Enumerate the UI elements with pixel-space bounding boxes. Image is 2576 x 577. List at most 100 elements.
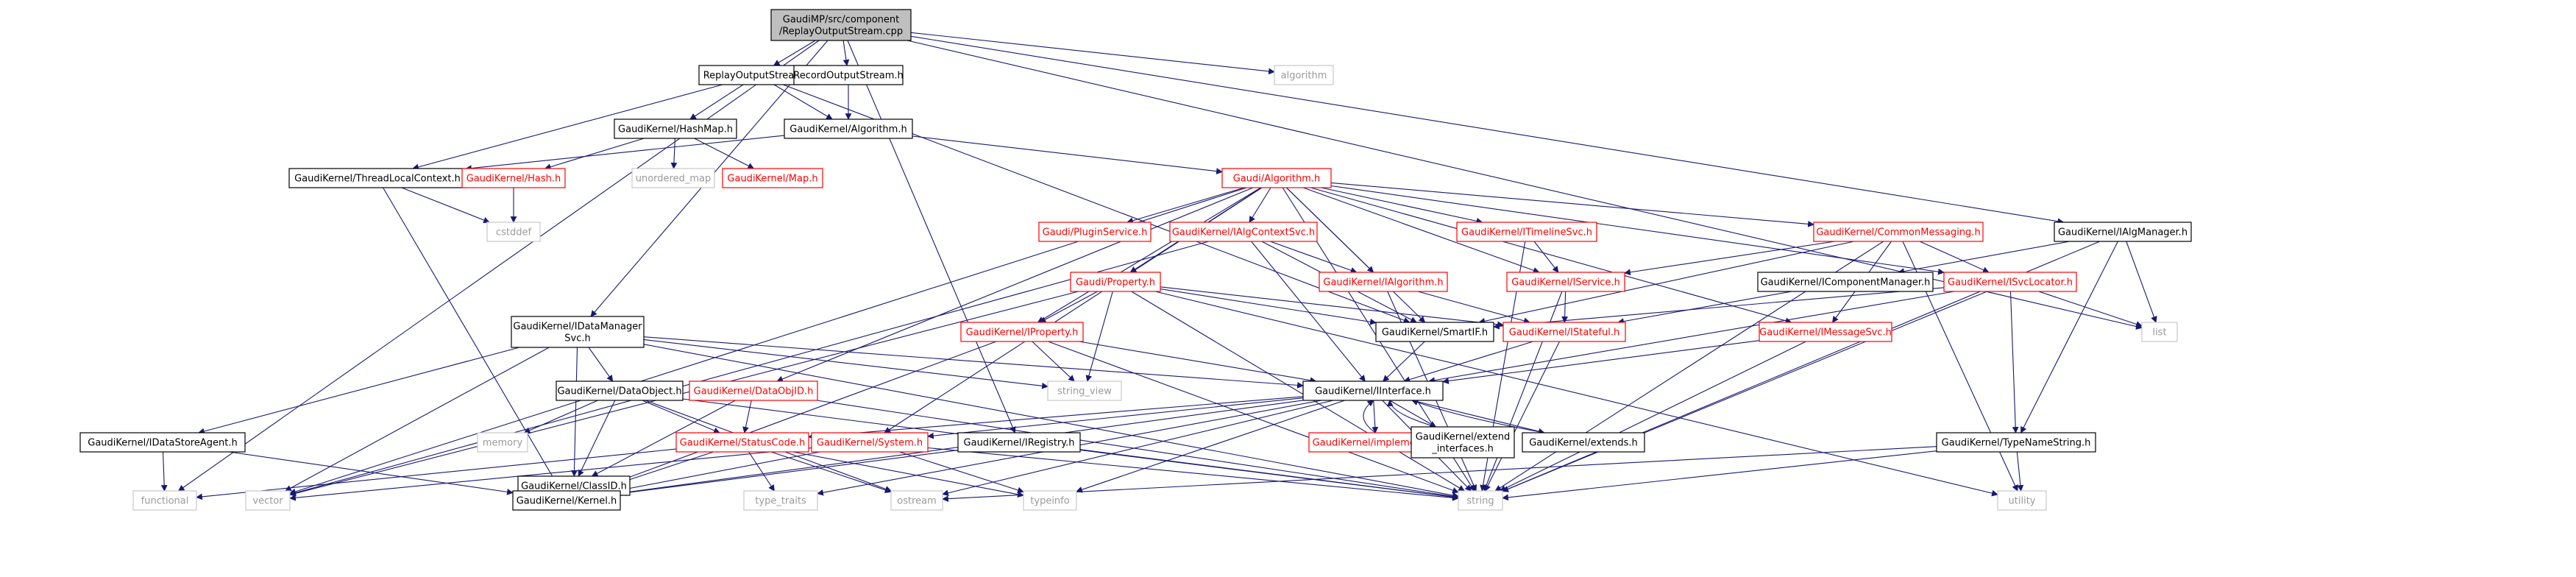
node-box	[770, 9, 912, 41]
node-commonmessaging[interactable]: GaudiKernel/CommonMessaging.h	[1813, 222, 1984, 242]
node-label: string_view	[1057, 386, 1112, 397]
node-iproperty[interactable]: GaudiKernel/IProperty.h	[960, 322, 1084, 342]
edge-gaudi_algorithm-to-pluginservice	[1126, 187, 1245, 224]
node-label: Svc.h	[564, 333, 590, 344]
node-record-h[interactable]: RecordOutputStream.h	[793, 65, 904, 85]
node-isvclocator[interactable]: GaudiKernel/ISvcLocator.h	[1943, 272, 2077, 292]
node-gaudi-algorithm[interactable]: Gaudi/Algorithm.h	[1221, 168, 1332, 188]
edge-root-to-ialgmanager	[910, 35, 2065, 225]
edge-replay_h-to-threadlocal	[412, 84, 723, 171]
node-pluginservice[interactable]: Gaudi/PluginService.h	[1038, 222, 1152, 242]
node-label: _interfaces.h	[1431, 444, 1494, 455]
node-label: /ReplayOutputStream.cpp	[779, 26, 903, 38]
node-ialgorithm[interactable]: GaudiKernel/IAlgorithm.h	[1319, 272, 1448, 292]
node-box	[1997, 490, 2047, 511]
node-memory: memory	[477, 432, 528, 453]
node-threadlocal[interactable]: GaudiKernel/ThreadLocalContext.h	[288, 168, 466, 188]
node-ialgmanager[interactable]: GaudiKernel/IAlgManager.h	[2054, 222, 2192, 242]
node-gaudi-property[interactable]: Gaudi/Property.h	[1070, 272, 1161, 292]
edge-idatamanagersvc-to-vector	[285, 347, 550, 492]
edge-gaudi_algorithm-to-commonmessaging	[1330, 182, 1814, 227]
node-hashmap[interactable]: GaudiKernel/HashMap.h	[614, 118, 737, 139]
edge-system-to-kernel	[615, 451, 820, 493]
edge-dataobject-to-statuscode	[642, 400, 720, 433]
edge-iinterface-to-typeinfo	[1076, 400, 1345, 493]
node-label: functional	[141, 496, 189, 507]
node-box	[1502, 322, 1626, 342]
edge-itimelinesvc-to-iservice	[1533, 241, 1559, 273]
edge-idatastoreagent-to-kernel	[229, 451, 514, 495]
edge-istateful-to-string	[1485, 341, 1560, 492]
node-typeinfo: typeinfo	[1023, 490, 1077, 511]
node-box	[477, 432, 528, 453]
node-dataobjid[interactable]: GaudiKernel/DataObjID.h	[689, 380, 818, 401]
edge-ialgcontextsvc-to-ialgorithm	[1270, 241, 1358, 274]
node-label: ReplayOutputStream.h	[703, 71, 813, 82]
edge-dataobjid-to-classid	[591, 400, 736, 477]
node-map[interactable]: GaudiKernel/Map.h	[722, 168, 823, 188]
edge-statuscode-to-ostream	[770, 451, 892, 493]
node-kernel[interactable]: GaudiKernel/Kernel.h	[512, 490, 621, 511]
node-label: GaudiKernel/IAlgContextSvc.h	[1172, 227, 1315, 238]
edge-gaudi_algorithm-to-dataobjid	[776, 187, 1254, 383]
node-label: GaudiKernel/extend	[1416, 432, 1510, 443]
node-label: GaudiKernel/IMessageSvc.h	[1759, 328, 1892, 339]
node-typenamestring[interactable]: GaudiKernel/TypeNameString.h	[1936, 432, 2096, 453]
node-icomponentmanager[interactable]: GaudiKernel/IComponentManager.h	[1757, 272, 1934, 292]
node-label: GaudiKernel/IProperty.h	[966, 328, 1079, 339]
node-dataobject[interactable]: GaudiKernel/DataObject.h	[556, 380, 684, 401]
node-label: GaudiKernel/implements.h	[1313, 438, 1440, 449]
node-label: GaudiKernel/IComponentManager.h	[1761, 277, 1931, 288]
node-unordered-map: unordered_map	[631, 168, 715, 188]
edge-iinterface-to-implements	[1372, 400, 1379, 433]
node-imessagesvc[interactable]: GaudiKernel/IMessageSvc.h	[1759, 322, 1892, 342]
edge-icomponentmanager-to-istateful	[1617, 291, 1792, 325]
edge-idatamanagersvc-to-string_view	[643, 339, 1049, 389]
node-smartif[interactable]: GaudiKernel/SmartIF.h	[1375, 322, 1494, 342]
node-idatastoreagent[interactable]: GaudiKernel/IDataStoreAgent.h	[79, 432, 246, 453]
node-box	[1522, 432, 1645, 453]
node-box	[784, 118, 913, 139]
node-box	[511, 316, 645, 348]
node-box	[614, 118, 737, 139]
node-box	[1302, 380, 1444, 401]
edge-typenamestring-to-ostream	[942, 446, 1937, 503]
node-ostream: ostream	[890, 490, 943, 511]
edge-gaudi_property-to-utility	[1154, 291, 1998, 497]
node-system[interactable]: GaudiKernel/System.h	[811, 432, 929, 453]
edge-imessagesvc-to-iinterface	[1442, 340, 1760, 384]
node-box	[1458, 490, 1503, 511]
node-box	[890, 490, 943, 511]
edge-root-to-functional	[177, 40, 820, 492]
node-label: utility	[2009, 496, 2036, 507]
node-box	[512, 490, 621, 511]
node-ialgcontextsvc[interactable]: GaudiKernel/IAlgContextSvc.h	[1169, 222, 1318, 242]
edge-hashmap-to-unordered_map	[670, 138, 678, 169]
node-iinterface[interactable]: GaudiKernel/IInterface.h	[1302, 380, 1444, 401]
node-gk-algorithm[interactable]: GaudiKernel/Algorithm.h	[784, 118, 913, 139]
node-box	[79, 432, 246, 453]
node-extends[interactable]: GaudiKernel/extends.h	[1522, 432, 1645, 453]
node-label: cstddef	[496, 227, 532, 238]
node-label: GaudiKernel/TypeNameString.h	[1942, 438, 2091, 449]
edge-iservice-to-string	[1483, 291, 1563, 492]
node-istateful[interactable]: GaudiKernel/IStateful.h	[1502, 322, 1626, 342]
node-iregistry[interactable]: GaudiKernel/IRegistry.h	[957, 432, 1081, 453]
node-label: type_traits	[755, 496, 806, 507]
edge-extends-to-iinterface	[1411, 399, 1544, 433]
node-box	[793, 65, 904, 85]
node-extend-interfaces[interactable]: GaudiKernel/extend_interfaces.h	[1411, 426, 1515, 459]
edge-dataobjid-to-string	[817, 400, 1459, 500]
node-iservice[interactable]: GaudiKernel/IService.h	[1506, 272, 1625, 292]
edge-idatamanagersvc-to-iinterface	[643, 336, 1304, 389]
node-vector: vector	[245, 490, 291, 511]
node-statuscode[interactable]: GaudiKernel/StatusCode.h	[675, 432, 809, 453]
node-hash[interactable]: GaudiKernel/Hash.h	[461, 168, 566, 188]
node-box	[288, 168, 466, 188]
edge-imessagesvc-to-string	[1499, 341, 1806, 492]
node-root[interactable]: GaudiMP/src/component/ReplayOutputStream…	[770, 9, 912, 41]
node-itimelinesvc[interactable]: GaudiKernel/ITimelineSvc.h	[1456, 222, 1597, 242]
node-label: vector	[252, 496, 283, 507]
